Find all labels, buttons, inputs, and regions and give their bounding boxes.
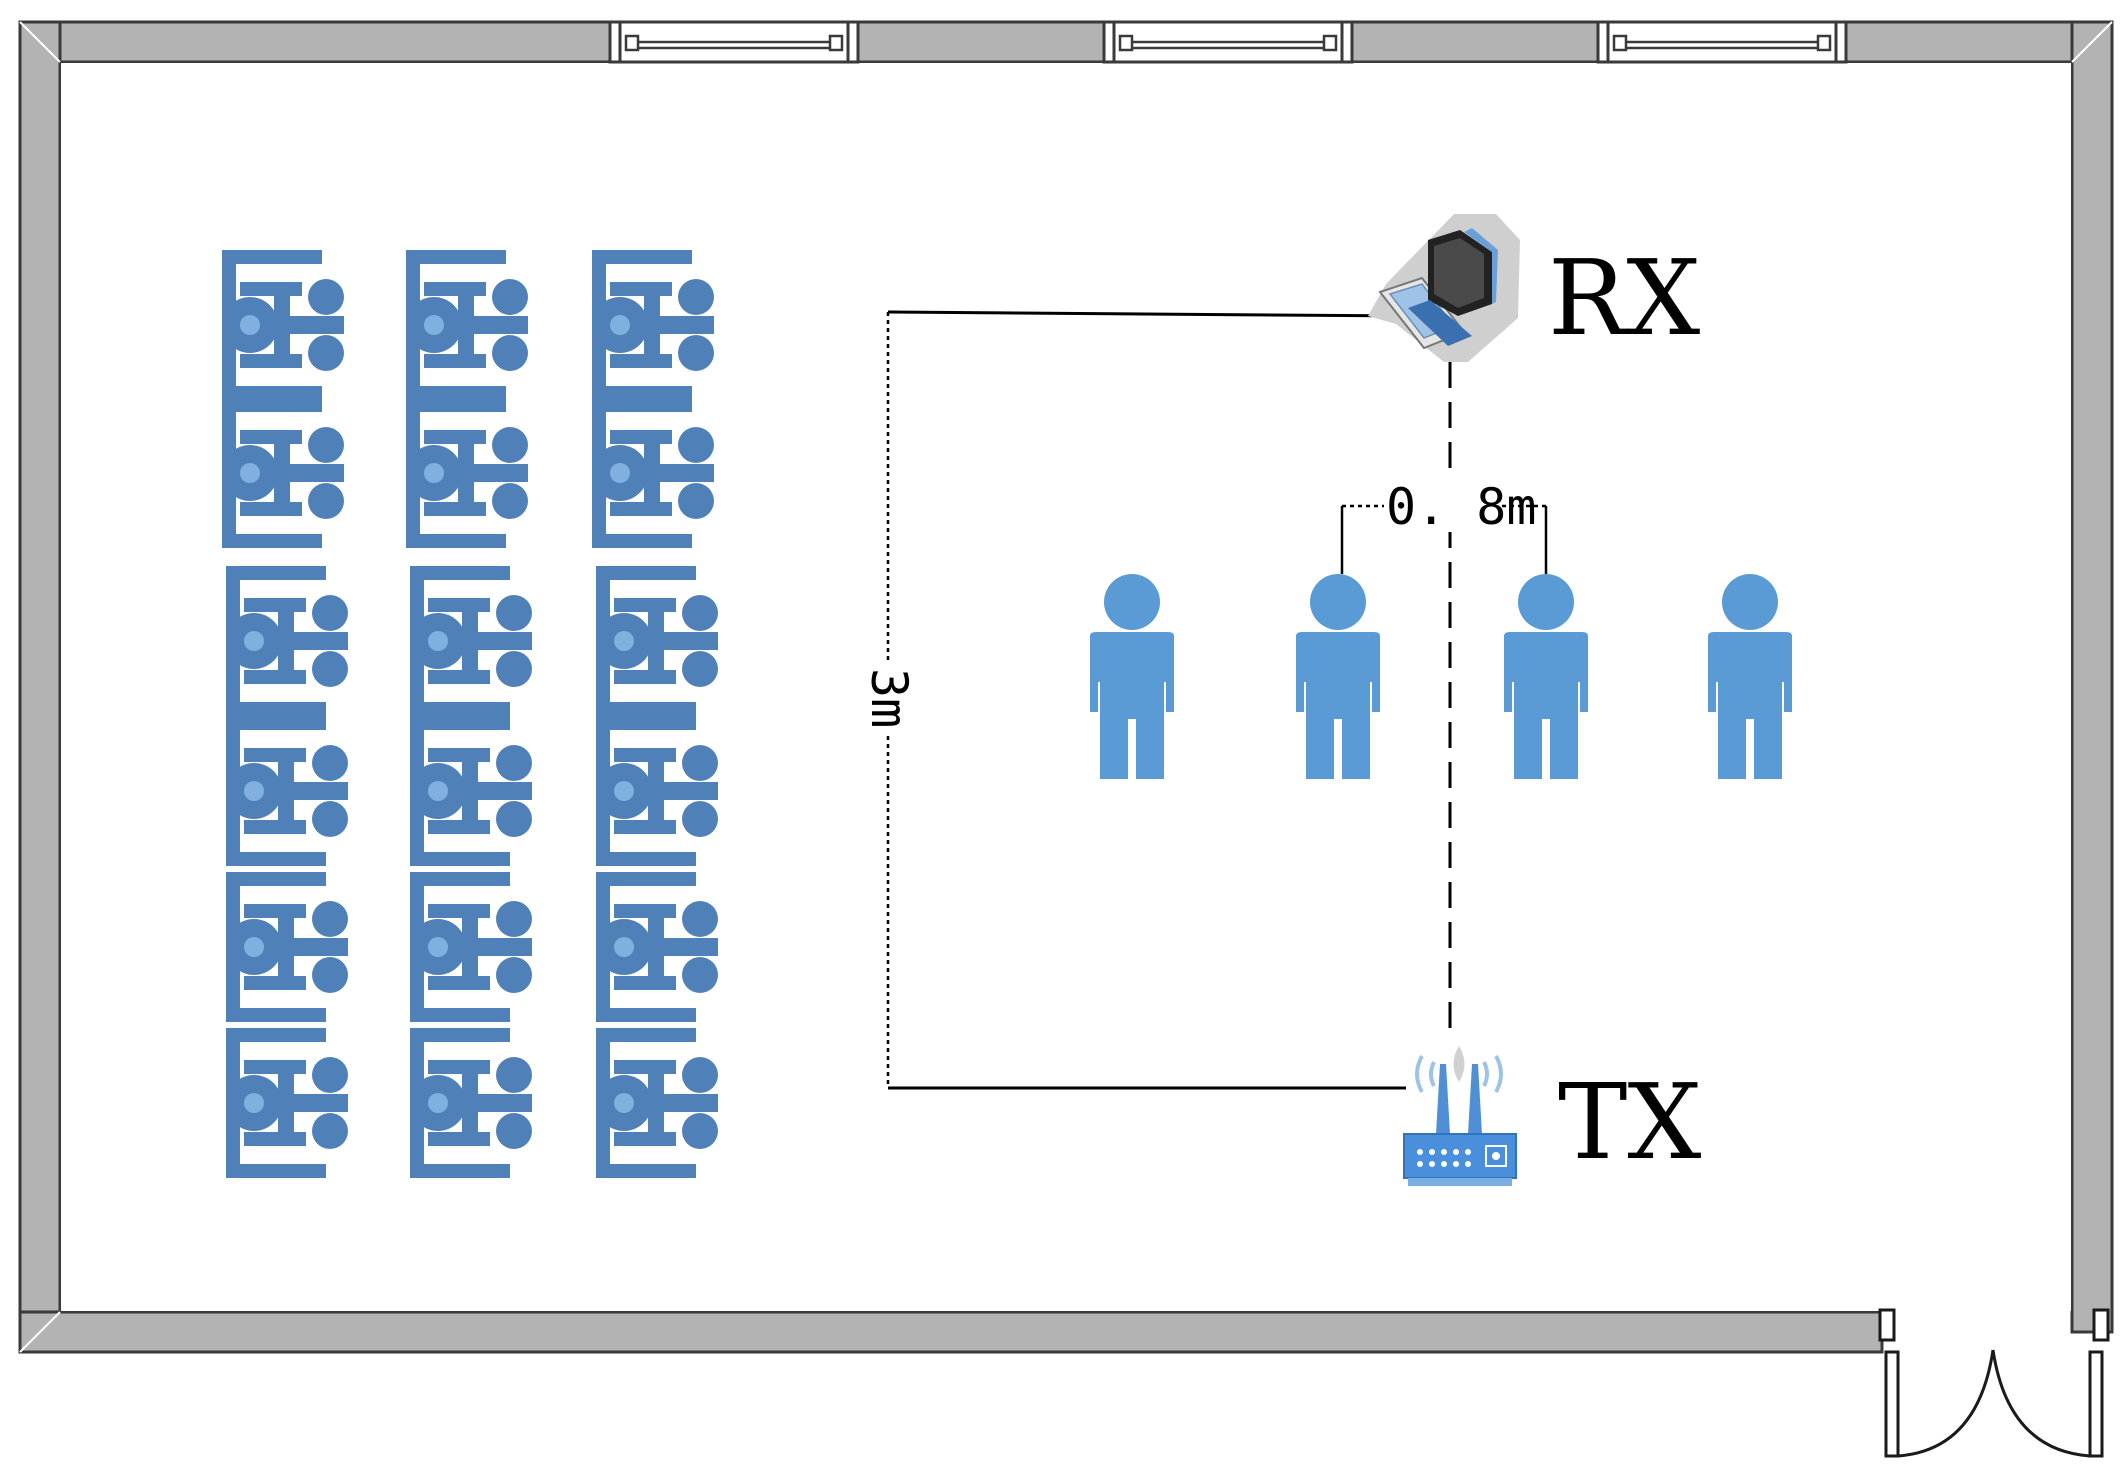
room-walls <box>18 20 2114 1354</box>
double-door-icon <box>1878 1308 2110 1458</box>
wifi-router-icon <box>1403 1046 1517 1186</box>
chair-group <box>222 250 718 1178</box>
person-spacing-bracket <box>1340 504 1548 574</box>
transmitter-label: TX <box>1558 1061 1701 1183</box>
window-icon <box>1596 20 1848 64</box>
distance-label: 3m <box>860 668 918 728</box>
window-icon <box>1102 20 1354 64</box>
window-icon <box>608 20 860 64</box>
person-spacing-label: 0. 8m <box>1386 478 1537 536</box>
laptop-computer-icon <box>1368 214 1520 362</box>
receiver-label: RX <box>1548 237 1700 359</box>
